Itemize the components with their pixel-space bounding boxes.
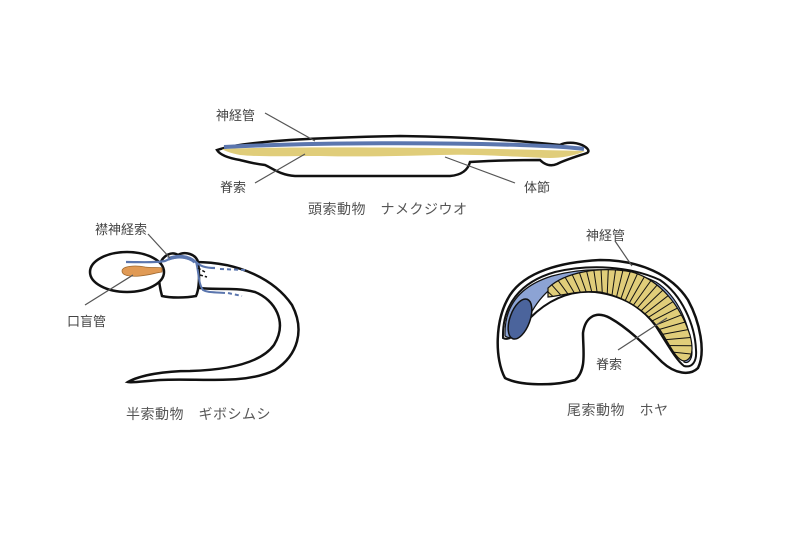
tunicate-title: 尾索動物 ホヤ <box>567 403 669 419</box>
label-notochord: 脊索 <box>596 358 623 373</box>
label-collar-nerve-cord: 襟神経索 <box>95 223 148 238</box>
acorn-worm-gut-dashed <box>197 267 208 278</box>
label-nerve-tube: 神経管 <box>586 229 626 244</box>
leader-line <box>147 233 171 259</box>
lancelet-notochord <box>222 147 585 158</box>
acorn-worm-trunk-outline <box>124 260 300 384</box>
acorn-worm-collar-nerve-thick <box>167 254 197 264</box>
label-nerve-tube: 神経管 <box>216 109 256 124</box>
label-notochord: 脊索 <box>220 181 247 196</box>
acorn-worm-ventral-nerve <box>195 261 226 294</box>
lancelet-figure <box>215 112 590 184</box>
acorn-worm-figure <box>84 233 300 384</box>
notochord-stripe <box>604 344 692 347</box>
leader-line <box>254 153 306 184</box>
leader-line <box>264 112 316 142</box>
lancelet-nerve-tube <box>223 141 585 151</box>
lancelet-title: 頭索動物 ナメクジウオ <box>308 202 468 218</box>
label-somite: 体節 <box>524 181 551 196</box>
acorn-worm-title: 半索動物 ギボシムシ <box>126 407 271 423</box>
leader-line <box>614 240 633 267</box>
acorn-worm-ventral-dashed <box>227 292 243 297</box>
leader-line <box>84 274 134 306</box>
leader-line <box>617 317 668 351</box>
leader-line <box>444 156 516 184</box>
tunicate-dark-vesicle <box>507 298 533 340</box>
label-stomochord: 口盲管 <box>67 315 107 330</box>
